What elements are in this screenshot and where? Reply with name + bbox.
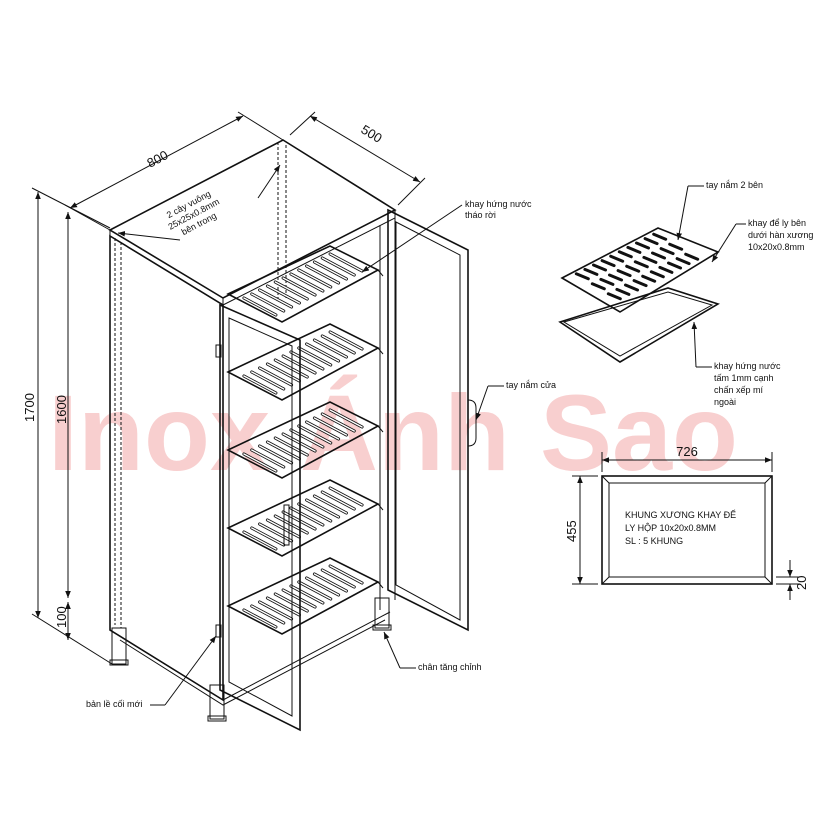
tray-slot [616,269,632,278]
tray-slot [615,287,631,296]
tray-slot [684,252,700,261]
tray-slot [608,273,623,282]
tray-slot [592,263,607,272]
watermark-text: Inox Ánh Sao [48,372,738,493]
label-cup-tray-1: khay để ly bên [748,218,806,228]
tray-slot [651,251,666,260]
dim-frame-width: 726 [676,444,698,459]
frame-inner [608,482,766,578]
label-hinge: bản lề cối mới [86,699,142,709]
tray-slot [617,250,633,259]
drip-tray-plate [558,287,720,363]
tray-slot [675,257,691,266]
dim-frame-thickness: 20 [794,576,809,590]
tray-slot [606,292,622,301]
shelf [226,479,384,557]
shelf [226,245,384,323]
dim-leg-height: 100 [54,606,69,628]
dim-height-total: 1700 [22,393,37,422]
tray-slot [633,260,649,269]
frame-text-2: LY HỘP 10x20x0.8MM [625,523,716,533]
tray-slot [652,232,668,241]
dim-height-body: 1600 [54,395,69,424]
tray-slot [659,247,675,256]
tray-slot [600,259,616,268]
tray-slot [649,270,665,279]
shelf [226,323,384,401]
tray-slot [590,282,606,291]
hinge-upper [215,344,222,358]
hinge-lower [215,624,222,638]
label-drip-detail-3: chấn xếp mí [714,385,764,395]
tray-slot [624,283,639,292]
label-door-handle: tay nắm cửa [506,380,556,390]
label-adjustable-foot: chân tăng chỉnh [418,662,482,672]
tray-slot [625,264,641,273]
dim-frame-height: 455 [564,520,579,542]
frame-outer [601,475,773,585]
tray-slot [641,274,657,283]
right-door [387,208,477,632]
leg-back-right [374,597,390,629]
label-cup-tray-2: dưới hàn xương [748,230,813,240]
frame-text-3: SL : 5 KHUNG [625,536,683,546]
label-drip-detail-2: tấm 1mm cạnh [714,373,774,383]
tray-slot [632,279,648,288]
frame-detail: KHUNG XƯƠNG KHAY ĐỂ LY HỘP 10x20x0.8MM S… [564,444,809,600]
tray-slot [668,242,684,251]
tray-slot [658,265,674,274]
shelf [226,557,384,635]
tray-slot [635,241,650,250]
left-door [215,303,301,732]
tray-slot [642,255,658,264]
label-drip-tray-1: khay hứng nước [465,199,532,209]
tray-slot [643,237,659,246]
frame-text-1: KHUNG XƯƠNG KHAY ĐỂ [625,509,736,520]
right-door-handle [467,399,477,447]
leg-front-right [209,684,225,720]
label-handle-both-sides: tay nắm 2 bên [706,180,763,190]
tray-slot [574,272,590,281]
tray-slot [599,277,615,286]
dim-depth: 500 [358,122,384,146]
tray-slot [609,254,625,263]
dim-width: 800 [144,147,170,170]
label-drip-detail-4: ngoài [714,397,736,407]
label-drip-tray-2: tháo rời [465,210,496,220]
main-dimensions: 800 500 1700 1600 100 [22,111,426,665]
leg-front-left [111,627,127,665]
left-door-handle [283,504,290,546]
shelves [226,245,384,635]
label-cup-tray-3: 10x20x0.8mm [748,242,805,252]
tray-detail: tay nắm 2 bên khay để ly bên dưới hàn xư… [558,180,813,407]
tray-slot [583,267,599,276]
tray-slot [626,245,642,254]
tray-slot [667,261,682,270]
label-drip-detail-1: khay hứng nước [714,361,781,371]
shelf [226,401,384,479]
